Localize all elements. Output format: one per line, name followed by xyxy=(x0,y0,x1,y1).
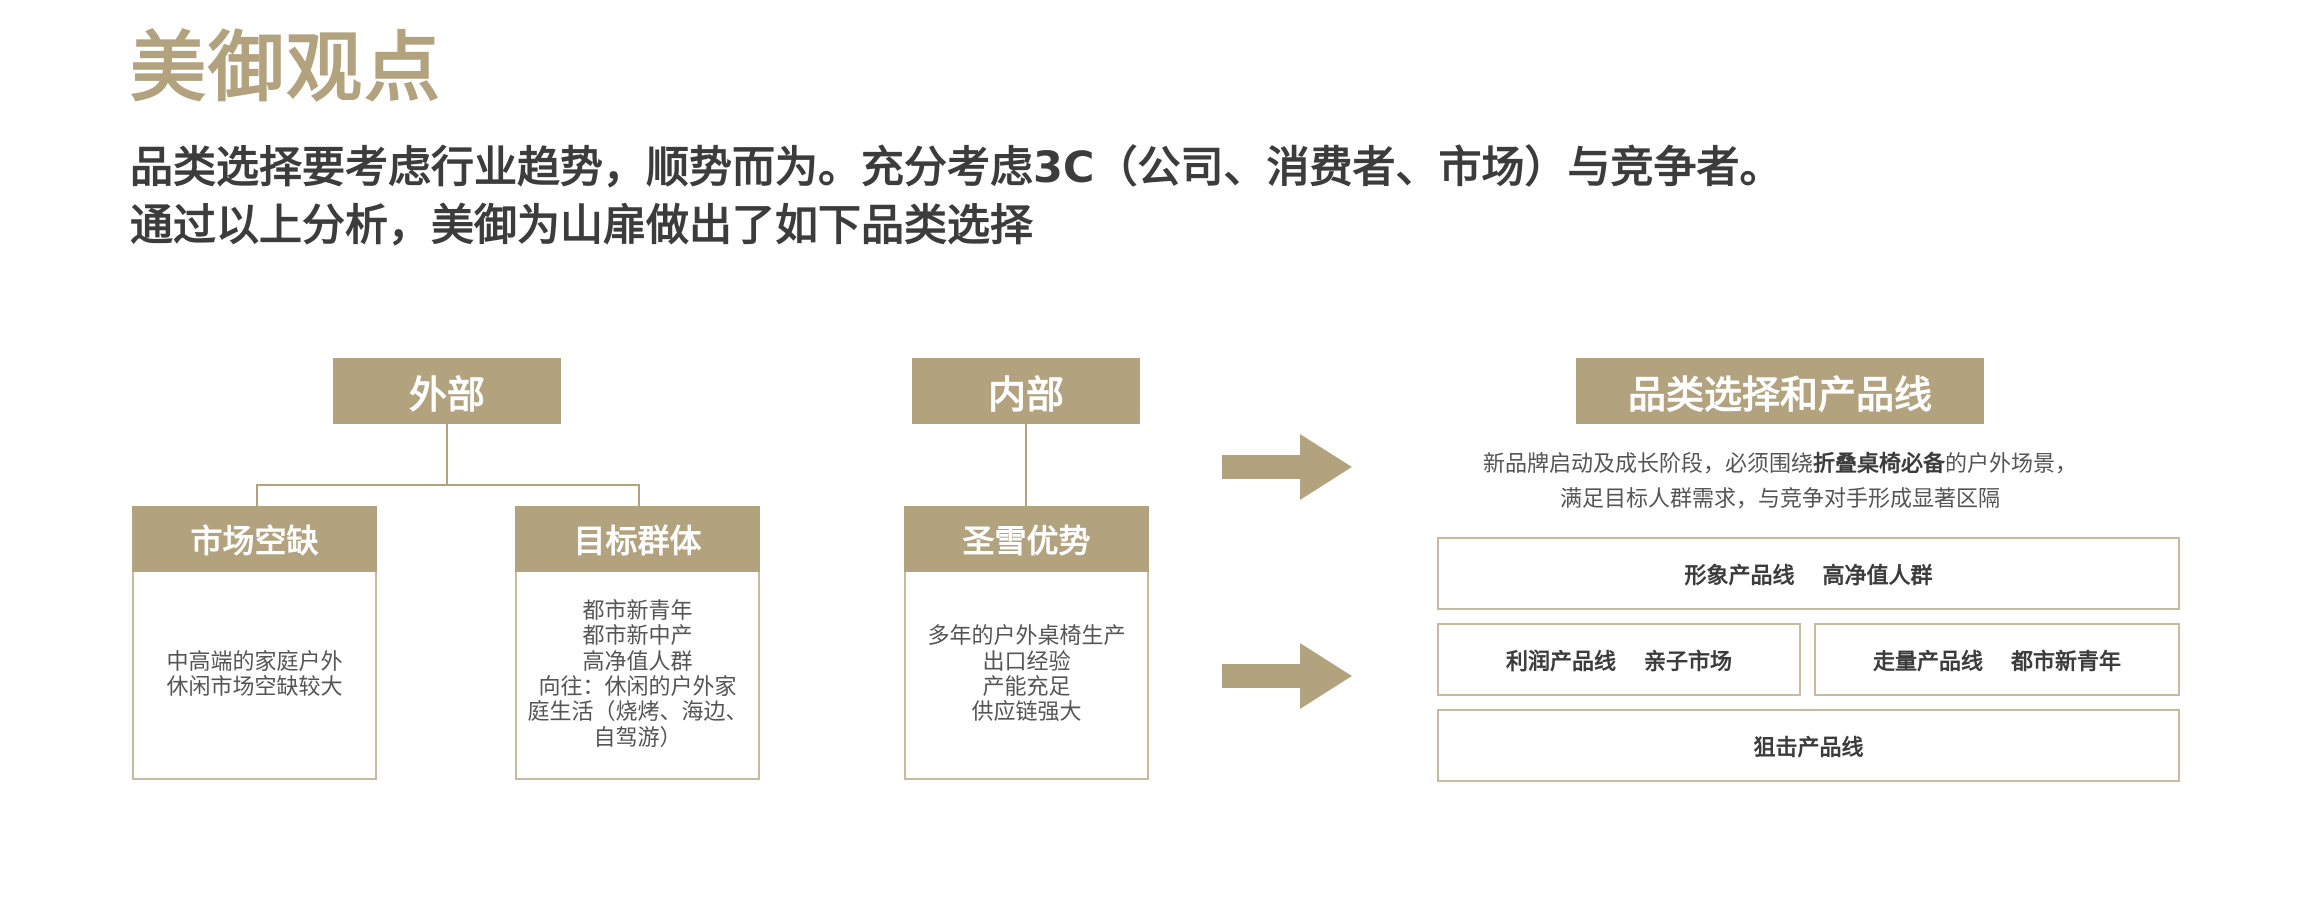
image-product-line-box: 形象产品线 高净值人群 xyxy=(1437,537,2180,610)
arrow-right-icon xyxy=(1222,643,1352,709)
target-group-line: 庭生活（烧烤、海边、 xyxy=(527,700,748,726)
connector-line xyxy=(638,484,640,506)
advantage-body: 多年的户外桌椅生产 出口经验 产能充足 供应链强大 xyxy=(906,572,1147,778)
category-desc-line-1: 新品牌启动及成长阶段，必须围绕折叠桌椅必备的户外场景， xyxy=(1440,447,2120,482)
target-group-header: 目标群体 xyxy=(515,506,760,572)
advantage-line: 出口经验 xyxy=(982,649,1071,675)
target-group-line: 都市新中产 xyxy=(582,624,693,650)
connector-line xyxy=(446,424,448,486)
page-title: 美御观点 xyxy=(130,23,442,112)
snipe-product-line-box: 狙击产品线 xyxy=(1437,709,2180,782)
volume-product-line-box: 走量产品线 都市新青年 xyxy=(1814,623,2180,696)
category-desc-line-2: 满足目标人群需求，与竞争对手形成显著区隔 xyxy=(1559,487,2000,513)
target-group-card: 目标群体 都市新青年 都市新中产 高净值人群 向往：休闲的户外家 庭生活（烧烤、… xyxy=(515,506,760,780)
market-gap-line: 休闲市场空缺较大 xyxy=(166,675,343,700)
target-group-line: 自驾游） xyxy=(593,725,682,751)
connector-line xyxy=(1025,424,1027,506)
connector-line xyxy=(256,484,258,506)
product-line-target: 高净值人群 xyxy=(1822,563,1933,589)
product-line-name: 狙击产品线 xyxy=(1753,735,1864,761)
target-group-line: 都市新青年 xyxy=(582,599,693,625)
advantage-line: 多年的户外桌椅生产 xyxy=(927,624,1126,650)
market-gap-card: 市场空缺 中高端的家庭户外 休闲市场空缺较大 xyxy=(132,506,377,780)
market-gap-line: 中高端的家庭户外 xyxy=(166,649,343,675)
advantage-line: 产能充足 xyxy=(982,675,1071,700)
subtitle-line-2: 通过以上分析，美御为山扉做出了如下品类选择 xyxy=(130,201,1033,251)
profit-product-line-box: 利润产品线 亲子市场 xyxy=(1437,623,1801,696)
external-header: 外部 xyxy=(333,358,561,424)
advantage-header: 圣雪优势 xyxy=(904,506,1149,572)
category-description: 新品牌启动及成长阶段，必须围绕折叠桌椅必备的户外场景， 满足目标人群需求，与竞争… xyxy=(1440,447,2120,517)
desc-highlight: 折叠桌椅必备 xyxy=(1812,452,1945,477)
product-line-target: 都市新青年 xyxy=(2011,649,2122,675)
product-line-name: 利润产品线 xyxy=(1505,649,1616,675)
arrow-right-icon xyxy=(1222,434,1352,500)
product-line-name: 走量产品线 xyxy=(1872,649,1983,675)
desc-text: 新品牌启动及成长阶段，必须围绕 xyxy=(1482,452,1813,477)
connector-line xyxy=(256,484,640,486)
market-gap-body: 中高端的家庭户外 休闲市场空缺较大 xyxy=(134,572,375,778)
target-group-line: 高净值人群 xyxy=(582,649,693,675)
subtitle-line-1: 品类选择要考虑行业趋势，顺势而为。充分考虑3C（公司、消费者、市场）与竞争者。 xyxy=(130,143,1783,193)
advantage-card: 圣雪优势 多年的户外桌椅生产 出口经验 产能充足 供应链强大 xyxy=(904,506,1149,780)
product-line-target: 亲子市场 xyxy=(1644,649,1733,675)
target-group-line: 向往：休闲的户外家 xyxy=(538,675,737,700)
advantage-line: 供应链强大 xyxy=(971,700,1082,726)
category-header: 品类选择和产品线 xyxy=(1576,358,1984,424)
market-gap-header: 市场空缺 xyxy=(132,506,377,572)
target-group-body: 都市新青年 都市新中产 高净值人群 向往：休闲的户外家 庭生活（烧烤、海边、 自… xyxy=(517,572,758,778)
desc-text: 的户外场景， xyxy=(1945,452,2078,477)
product-line-name: 形象产品线 xyxy=(1684,563,1795,589)
internal-header: 内部 xyxy=(912,358,1140,424)
